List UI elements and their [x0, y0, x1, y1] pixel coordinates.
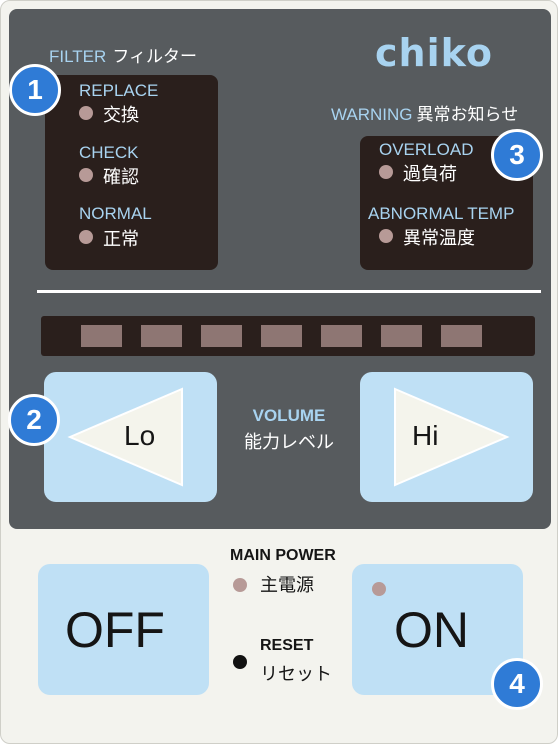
volume-level-segment	[201, 325, 242, 347]
callout-badge-3: 3	[491, 129, 543, 181]
warning-temp-led	[379, 229, 393, 243]
reset-label-jp: リセット	[260, 664, 332, 684]
volume-lo-label: Lo	[124, 420, 156, 451]
upper-panel: FILTER フィルター chiko REPLACE 交換 CHECK 確認 NO…	[9, 9, 551, 529]
warning-temp-label-jp: 異常温度	[403, 228, 475, 248]
power-off-label: OFF	[65, 602, 165, 658]
warning-title-jp: 異常お知らせ	[416, 105, 519, 124]
volume-level-segment	[81, 325, 122, 347]
filter-title: FILTER フィルター	[49, 42, 197, 67]
volume-level-segment	[441, 325, 482, 347]
callout-badge-1: 1	[9, 64, 61, 116]
filter-title-en: FILTER	[49, 47, 107, 66]
panel-divider	[37, 290, 541, 293]
volume-level-segment	[381, 325, 422, 347]
volume-level-segment	[141, 325, 182, 347]
callout-badge-2: 2	[8, 394, 60, 446]
filter-replace-label-jp: 交換	[103, 105, 139, 125]
power-on-label: ON	[394, 602, 469, 658]
warning-title-en: WARNING	[331, 105, 413, 124]
warning-indicator-box: OVERLOAD 過負荷 ABNORMAL TEMP 異常温度	[360, 136, 533, 270]
main-power-led	[233, 578, 247, 592]
filter-check-label-jp: 確認	[103, 167, 139, 187]
filter-normal-label-jp: 正常	[103, 229, 139, 249]
left-triangle-icon	[67, 387, 183, 487]
filter-check-label-en: CHECK	[79, 143, 139, 162]
filter-indicator-box: REPLACE 交換 CHECK 確認 NORMAL 正常	[45, 75, 218, 270]
main-power-label-en: MAIN POWER	[230, 547, 336, 564]
volume-label-jp: 能力レベル	[244, 432, 334, 452]
volume-hi-button[interactable]: Hi	[360, 372, 533, 502]
filter-title-jp: フィルター	[112, 47, 197, 66]
callout-badge-4: 4	[491, 658, 543, 710]
right-triangle-icon	[394, 387, 510, 487]
filter-replace-label-en: REPLACE	[79, 81, 159, 100]
main-power-label-jp: 主電源	[260, 575, 314, 595]
filter-replace-led	[79, 106, 93, 120]
volume-level-meter	[41, 316, 535, 356]
filter-normal-led	[79, 230, 93, 244]
reset-label-en: RESET	[260, 637, 314, 654]
volume-level-segment	[261, 325, 302, 347]
volume-level-segment	[321, 325, 362, 347]
volume-label-en: VOLUME	[252, 406, 326, 425]
power-on-led	[372, 582, 386, 596]
volume-hi-label: Hi	[412, 420, 439, 451]
power-off-button[interactable]: OFF	[38, 564, 209, 695]
reset-button[interactable]	[233, 655, 247, 669]
warning-temp-label-en: ABNORMAL TEMP	[368, 204, 515, 223]
warning-overload-label-jp: 過負荷	[403, 164, 457, 184]
brand-logo: chiko	[375, 31, 493, 75]
volume-label: VOLUME 能力レベル	[209, 406, 369, 454]
filter-normal-label-en: NORMAL	[79, 204, 152, 223]
filter-check-led	[79, 168, 93, 182]
warning-overload-led	[379, 165, 393, 179]
volume-lo-button[interactable]: Lo	[44, 372, 217, 502]
warning-overload-label-en: OVERLOAD	[379, 140, 474, 159]
